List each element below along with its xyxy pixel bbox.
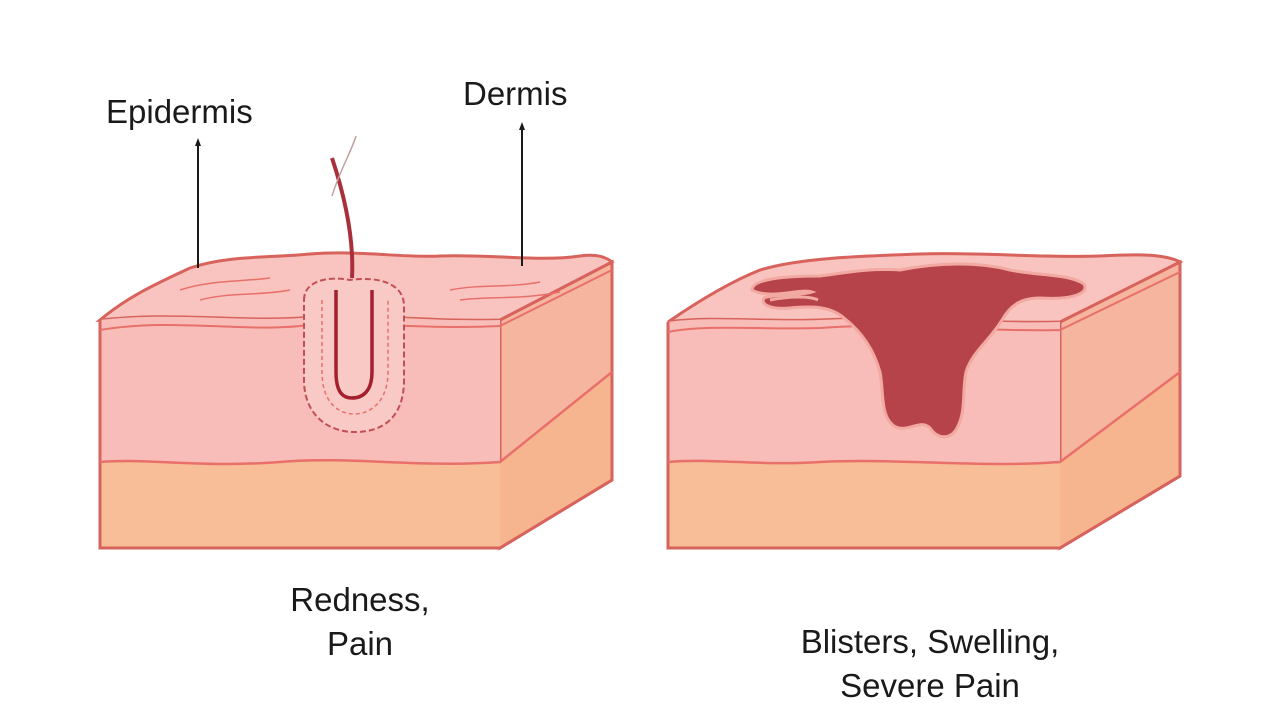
left-caption: Redness, Pain xyxy=(240,578,480,666)
blister-wound xyxy=(750,262,1087,439)
right-block-side-fat xyxy=(1060,372,1180,548)
left-skin-block xyxy=(95,122,615,551)
right-skin-block xyxy=(666,252,1184,551)
hair-shaft xyxy=(334,290,374,400)
blister-left-lobe-highlight xyxy=(769,295,819,302)
right-fat-boundary xyxy=(667,371,1181,466)
right-caption-line-2: Severe Pain xyxy=(840,667,1020,704)
dermis-label: Dermis xyxy=(463,75,568,112)
epidermis-leader-arrow xyxy=(195,138,201,146)
dermis-leader-arrow xyxy=(519,122,525,130)
hair-follicle-sheath xyxy=(303,277,405,434)
left-caption-line-1: Redness, xyxy=(290,581,430,618)
epidermis-label: Epidermis xyxy=(106,93,253,130)
hair-strand-tip xyxy=(331,135,357,197)
left-block-front-fat xyxy=(100,460,500,548)
left-block-side-fat xyxy=(500,372,612,548)
left-fat-boundary xyxy=(99,371,613,466)
right-caption: Blisters, Swelling, Severe Pain xyxy=(700,620,1160,708)
hair-follicle-inner xyxy=(321,300,389,415)
left-block-outline xyxy=(98,262,614,550)
left-block-front-dermis xyxy=(100,316,500,464)
left-top-texture xyxy=(179,277,561,301)
right-caption-line-1: Blisters, Swelling, xyxy=(800,623,1060,660)
right-epidermis-line xyxy=(667,271,1181,333)
left-epidermis-line xyxy=(99,269,613,331)
left-caption-line-2: Pain xyxy=(326,625,394,662)
right-block-outline xyxy=(666,262,1182,550)
hair-strand xyxy=(330,157,355,279)
right-block-front-fat xyxy=(668,460,1060,548)
